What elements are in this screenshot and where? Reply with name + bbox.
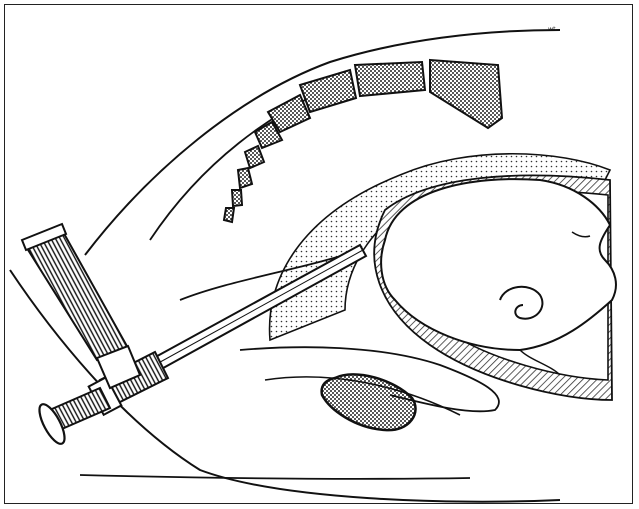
- vertebra: [245, 146, 264, 168]
- light-handle: [25, 230, 128, 360]
- vertebra: [300, 70, 356, 112]
- vertebra: [232, 190, 242, 206]
- vertebra: [238, 168, 252, 188]
- corner-mark: ʷᵗ: [548, 26, 556, 37]
- vertebra: [430, 60, 502, 128]
- vertebra: [224, 208, 234, 222]
- lower-contour: [80, 475, 470, 479]
- vertebra: [355, 62, 425, 96]
